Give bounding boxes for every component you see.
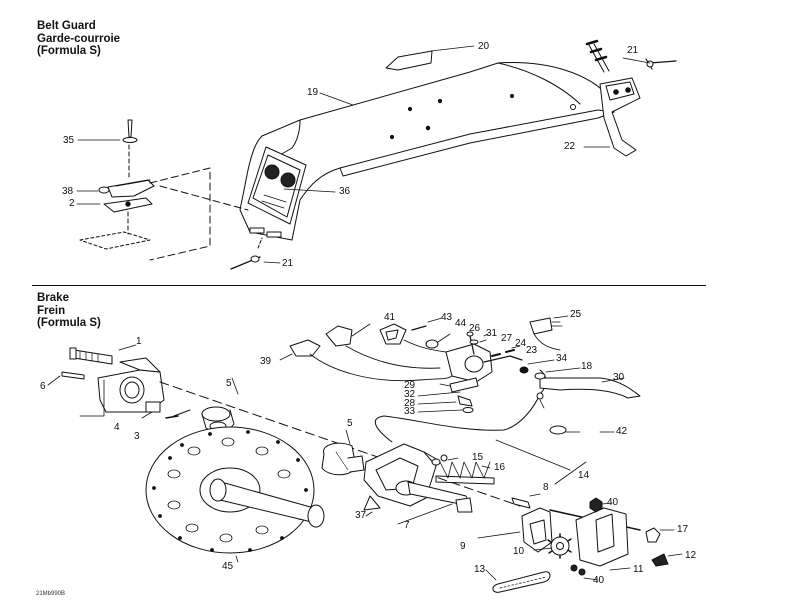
callout-42: 42 [616, 426, 628, 437]
brake-title: Brake Frein (Formula S) [37, 292, 101, 330]
callout-40-upper: 40 [607, 497, 619, 508]
callout-14: 14 [578, 470, 590, 481]
callout-24: 24 [515, 338, 527, 349]
brake-title-en: Brake [37, 292, 69, 304]
callout-15: 15 [472, 452, 484, 463]
callout-45: 45 [222, 561, 234, 572]
callout-23: 23 [526, 345, 538, 356]
callout-28: 28 [404, 398, 416, 409]
brake-title-model: (Formula S) [37, 317, 101, 329]
belt-guard-edge [267, 62, 581, 163]
callout-18: 18 [581, 361, 593, 372]
brake-title-fr: Frein [37, 304, 66, 317]
disc-cooling-holes [167, 437, 291, 543]
callout-43: 43 [441, 312, 453, 323]
callout-26: 26 [469, 323, 481, 334]
callout-16: 16 [494, 462, 506, 473]
belt-guard-title-en: Belt Guard [37, 20, 96, 32]
belt-guard-title-model: (Formula S) [37, 45, 101, 57]
belt-guard-title-fr: Garde-courroie [37, 32, 121, 45]
rivet-part [127, 119, 133, 138]
callout-9: 9 [460, 541, 466, 552]
callout-38: 38 [62, 186, 74, 197]
belt-guard-title: Belt Guard Garde-courroie (Formula S) [37, 20, 120, 58]
callout-8: 8 [543, 482, 549, 493]
callout-5-upper: 5 [226, 378, 232, 389]
callout-29: 29 [404, 380, 416, 391]
grommet-part [379, 323, 407, 345]
callout-41: 41 [384, 312, 396, 323]
belt-guard-assembly [76, 39, 677, 270]
callout-33: 33 [404, 406, 416, 417]
callout-21-top: 21 [627, 45, 639, 56]
callout-4: 4 [114, 422, 120, 433]
callout-22: 22 [564, 141, 576, 152]
callout-31: 31 [486, 328, 498, 339]
callout-17: 17 [677, 524, 689, 535]
drawing-code: 21Mb990B [36, 591, 66, 597]
callout-37: 37 [355, 510, 367, 521]
callout-11: 11 [633, 564, 644, 575]
callout-21-bottom: 21 [282, 258, 294, 269]
callout-2: 2 [69, 198, 75, 209]
callout-6: 6 [40, 381, 46, 392]
section-divider [32, 285, 706, 286]
callout-27: 27 [501, 333, 513, 344]
callout-10: 10 [513, 546, 525, 557]
decal-part [385, 50, 433, 71]
callout-35: 35 [63, 135, 75, 146]
callout-19: 19 [307, 87, 319, 98]
callout-7: 7 [404, 520, 410, 531]
callout-44: 44 [455, 318, 467, 329]
callout-20: 20 [478, 41, 490, 52]
clip-part [107, 179, 155, 198]
callout-34: 34 [556, 353, 568, 364]
brake-assembly [47, 315, 683, 593]
callout-40-lower: 40 [593, 575, 605, 586]
callout-36: 36 [339, 186, 351, 197]
callout-25: 25 [570, 309, 582, 320]
brake-lever-part [539, 377, 641, 399]
callout-1: 1 [136, 336, 142, 347]
callout-5-lower: 5 [347, 418, 353, 429]
lever-part [521, 507, 553, 553]
callout-12: 12 [685, 550, 697, 561]
callout-39: 39 [260, 356, 272, 367]
callout-32: 32 [404, 389, 416, 400]
disc-drill-holes [152, 430, 308, 552]
callout-30: 30 [613, 372, 625, 383]
handle-mount-part [445, 343, 493, 383]
callout-3: 3 [134, 431, 140, 442]
callout-13: 13 [474, 564, 486, 575]
chain-part [492, 571, 551, 593]
belt-guard-part [239, 62, 615, 241]
